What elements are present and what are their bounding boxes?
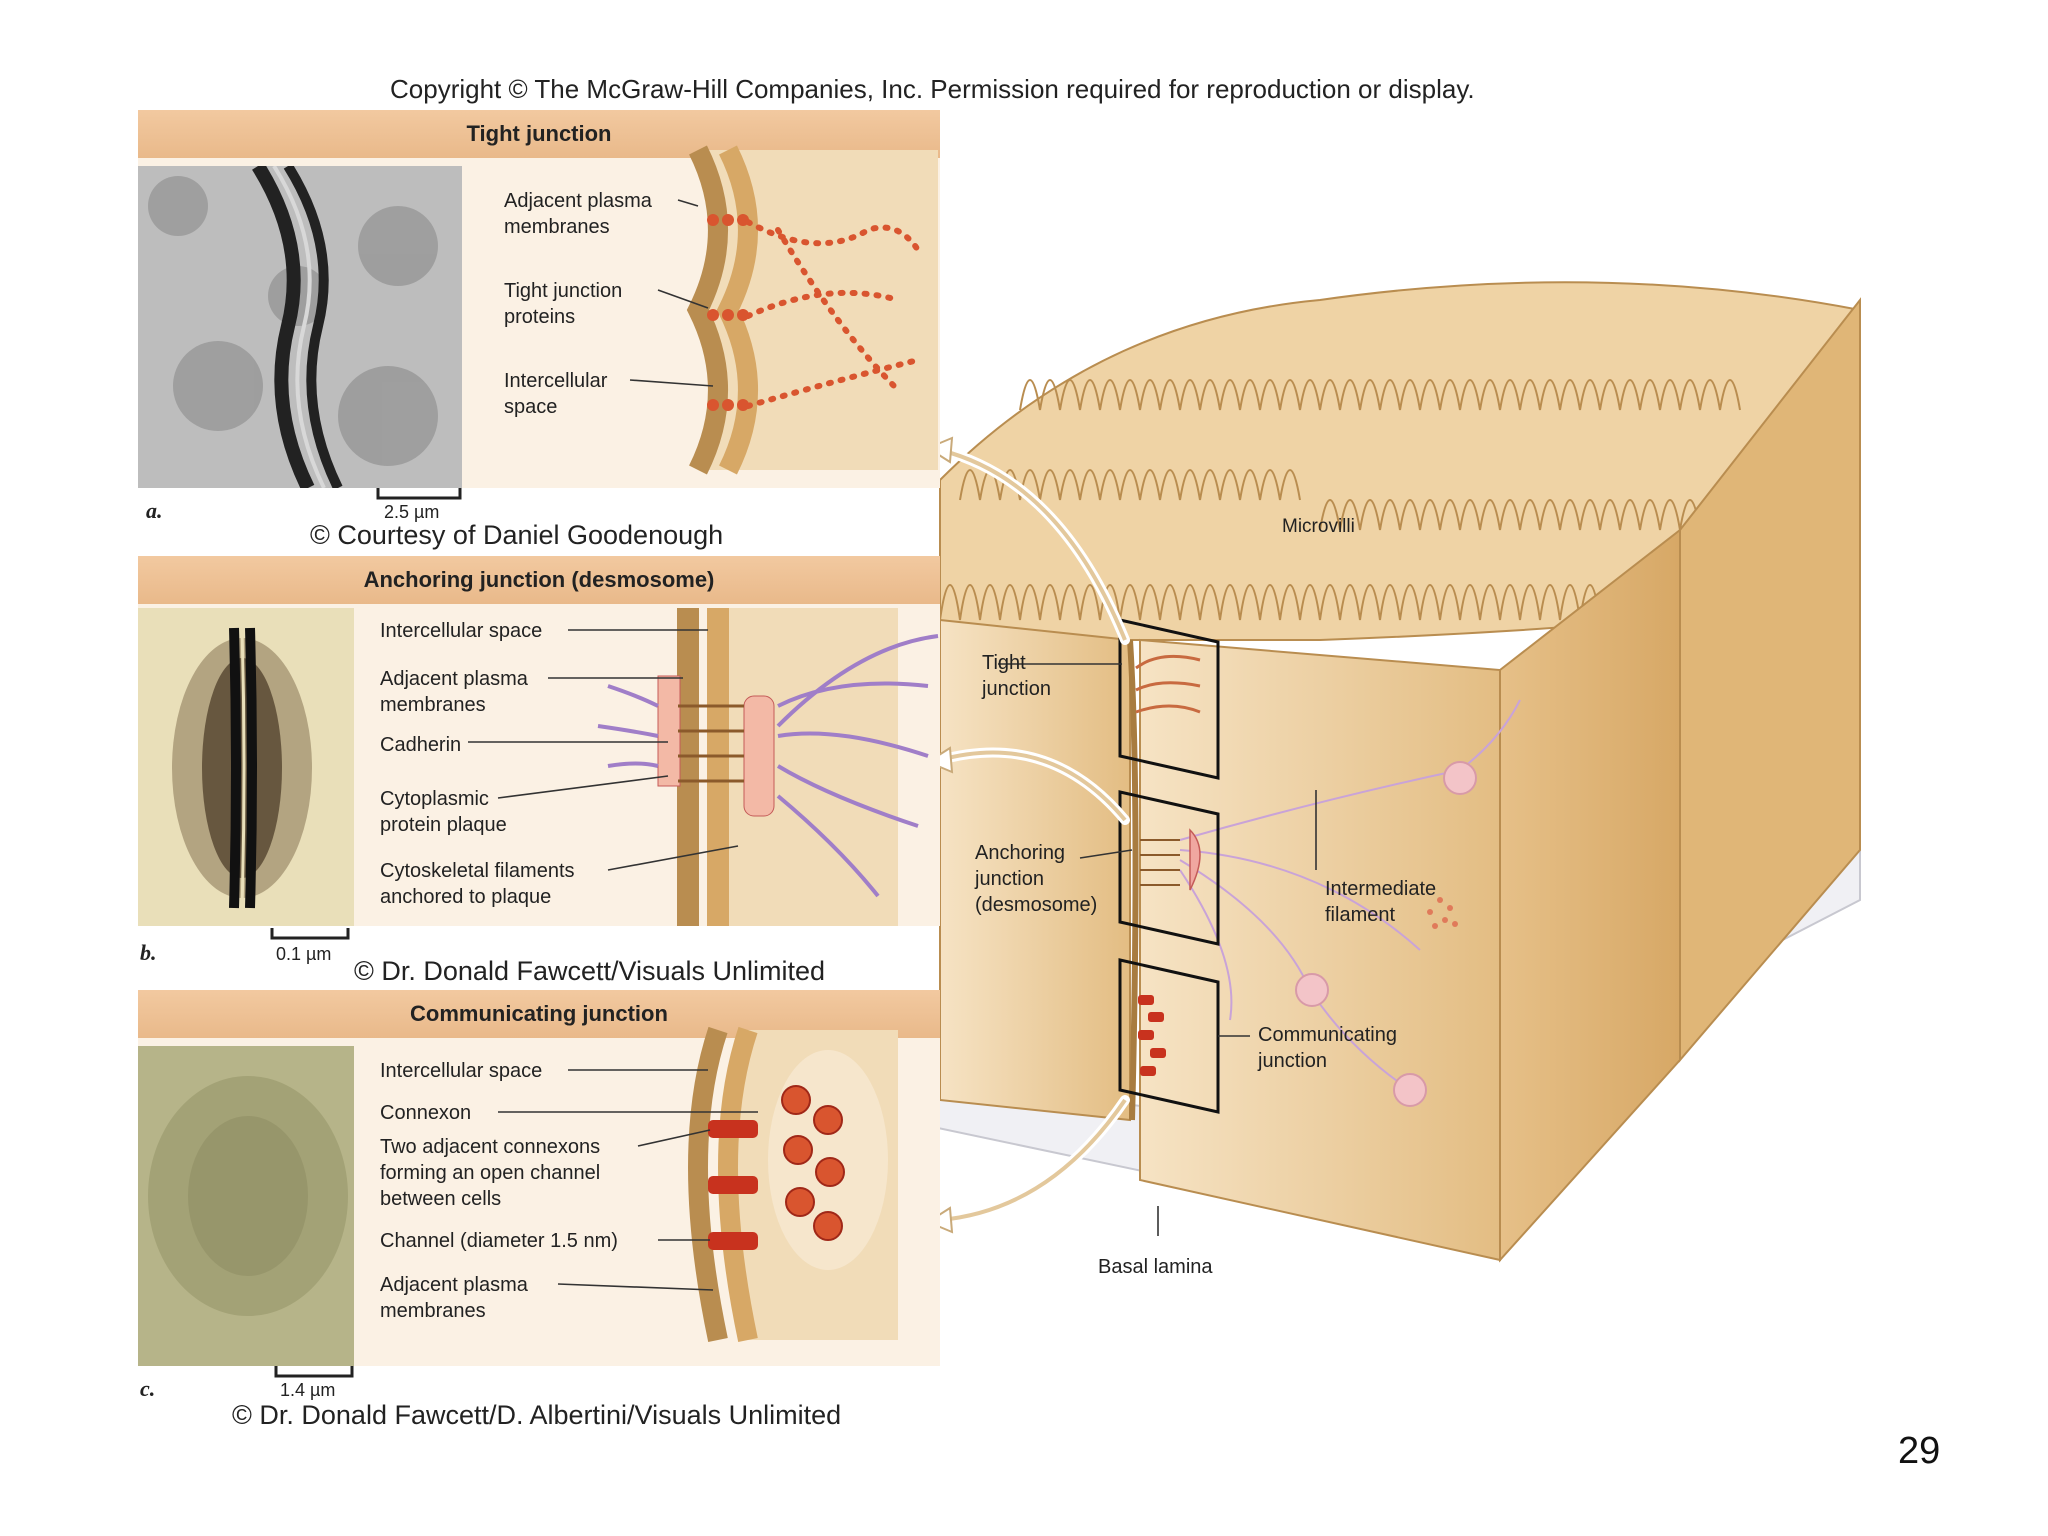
junction-seam — [1127, 639, 1139, 1121]
rear-cell — [1679, 297, 1861, 1063]
communicating-junction-box — [1118, 958, 1220, 1114]
label-cytoplasmic-protein-plaque: Cytoplasmic protein plaque — [380, 788, 507, 836]
label-basal-lamina: Basal lamina — [1098, 1256, 1213, 1278]
label-adjacent-plasma-membranes-c: Adjacent plasma membranes — [380, 1274, 528, 1322]
gap-junction-illustration — [498, 1026, 898, 1343]
scale-bar-c — [274, 1366, 354, 1378]
tight-junction-box — [1118, 618, 1220, 780]
gap-junction-micrograph — [138, 1046, 354, 1366]
credit-a: © Courtesy of Daniel Goodenough — [310, 520, 724, 550]
tight-junction-title: Tight junction — [138, 110, 940, 158]
credit-c: © Dr. Donald Fawcett/D. Albertini/Visual… — [232, 1400, 842, 1430]
right-cell-side — [1499, 527, 1681, 1263]
credit-b: © Dr. Donald Fawcett/Visuals Unlimited — [354, 956, 826, 986]
panel-letter-b: b. — [140, 940, 157, 965]
label-communicating-junction: Communicating junction — [1258, 1024, 1397, 1072]
label-tight-junction-proteins: Tight junction proteins — [504, 280, 623, 328]
scale-bar-a — [376, 488, 462, 500]
anchoring-junction-title: Anchoring junction (desmosome) — [138, 556, 940, 604]
label-channel: Channel (diameter 1.5 nm) — [380, 1230, 618, 1252]
label-cadherin: Cadherin — [380, 734, 462, 756]
scale-text-c: 1.4 µm — [280, 1380, 336, 1400]
label-cytoskeletal-filaments: Cytoskeletal filaments anchored to plaqu… — [380, 860, 575, 908]
scale-text-b: 0.1 µm — [276, 944, 332, 964]
panel-letter-c: c. — [140, 1376, 156, 1401]
tight-junction-panel: Tight junction Adjacent plasma membranes… — [138, 110, 940, 488]
desmosome-illustration — [468, 608, 939, 926]
desmosome-micrograph — [138, 608, 354, 926]
right-cell-front — [1139, 638, 1501, 1262]
label-two-adjacent-connexons: Two adjacent connexons forming an open c… — [380, 1136, 601, 1210]
panel-letter-a: a. — [146, 498, 163, 523]
label-intercellular-space-b: Intercellular space — [380, 620, 543, 642]
label-adjacent-plasma-membranes-b: Adjacent plasma membranes — [380, 668, 528, 716]
anchoring-junction-panel: Anchoring junction (desmosome) Intercell… — [138, 556, 940, 926]
copyright-notice: Copyright © The McGraw-Hill Companies, I… — [390, 74, 1475, 104]
label-adjacent-plasma-membranes: Adjacent plasma membranes — [504, 190, 652, 238]
communicating-junction-panel: Communicating junction Intercellular spa… — [138, 990, 940, 1366]
epithelial-cell-diagram — [900, 281, 1861, 1263]
tight-junction-illustration — [629, 145, 938, 475]
tight-junction-micrograph — [138, 166, 462, 488]
label-intermediate-filament: Intermediate filament — [1325, 878, 1437, 926]
scale-bar-b — [270, 928, 350, 940]
label-intercellular-space-c: Intercellular space — [380, 1060, 543, 1082]
label-tight-junction: Tight junction — [982, 652, 1051, 700]
label-connexon: Connexon — [380, 1102, 472, 1124]
label-intercellular-space: Intercellular space — [504, 370, 608, 418]
label-microvilli: Microvilli — [1282, 516, 1355, 537]
anchoring-junction-box — [1118, 790, 1220, 946]
scale-text-a: 2.5 µm — [384, 502, 440, 522]
left-cell — [939, 618, 1131, 1122]
label-anchoring-junction: Anchoring junction (desmosome) — [975, 842, 1098, 916]
page-number: 29 — [1898, 1430, 1941, 1472]
